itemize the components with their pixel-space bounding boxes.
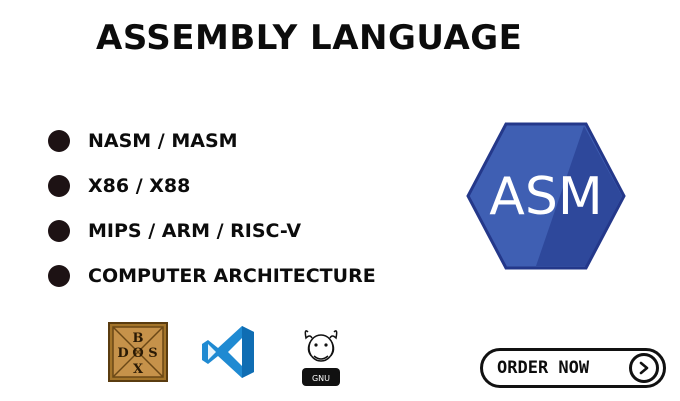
- asm-hexagon-icon: ASM: [466, 122, 626, 270]
- feature-list: NASM / MASM X86 / X88 MIPS / ARM / RISC-…: [48, 118, 376, 298]
- feature-item: X86 / X88: [48, 163, 376, 208]
- asm-logo-text: ASM: [489, 167, 602, 227]
- order-now-button[interactable]: ORDER NOW: [480, 348, 666, 388]
- vscode-icon: [202, 326, 254, 378]
- tools-row: B D O S X GNU: [108, 322, 348, 388]
- feature-text: MIPS / ARM / RISC-V: [88, 219, 302, 242]
- feature-text: COMPUTER ARCHITECTURE: [88, 264, 376, 287]
- feature-item: COMPUTER ARCHITECTURE: [48, 253, 376, 298]
- bullet-icon: [48, 129, 70, 152]
- dosbox-icon: B D O S X: [108, 322, 168, 382]
- bullet-icon: [48, 174, 70, 197]
- svg-text:D: D: [117, 346, 128, 361]
- gnu-icon: GNU: [302, 330, 340, 386]
- svg-text:S: S: [148, 346, 157, 361]
- svg-text:O: O: [132, 346, 143, 361]
- feature-text: NASM / MASM: [88, 129, 238, 152]
- svg-text:X: X: [133, 362, 144, 377]
- page-title: ASSEMBLY LANGUAGE: [96, 18, 523, 58]
- chevron-right-icon: [629, 353, 659, 383]
- order-now-label: ORDER NOW: [497, 358, 590, 378]
- feature-item: MIPS / ARM / RISC-V: [48, 208, 376, 253]
- svg-text:B: B: [133, 331, 144, 346]
- bullet-icon: [48, 264, 70, 287]
- feature-item: NASM / MASM: [48, 118, 376, 163]
- bullet-icon: [48, 219, 70, 242]
- gnu-label: GNU: [312, 374, 330, 383]
- feature-text: X86 / X88: [88, 174, 191, 197]
